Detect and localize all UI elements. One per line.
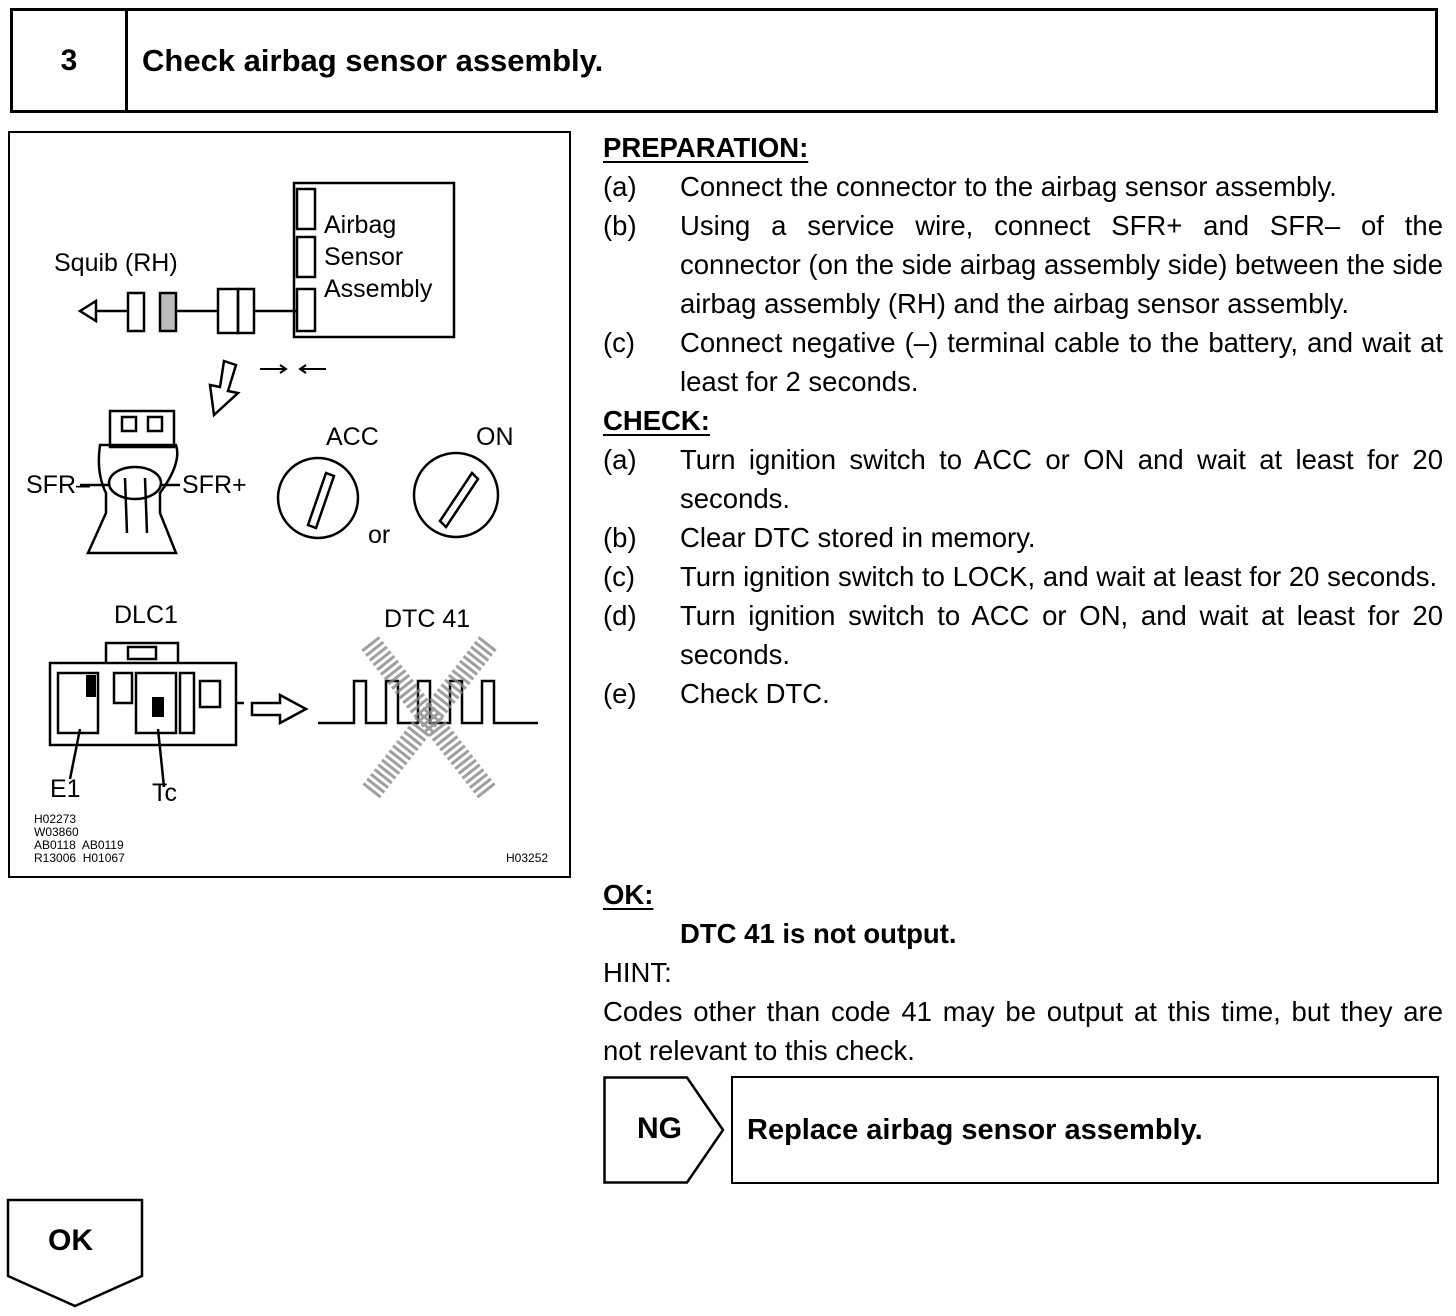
hint-text: Codes other than code 41 may be output a… bbox=[603, 996, 1443, 1066]
ng-action: Replace airbag sensor assembly. bbox=[731, 1076, 1439, 1184]
on-label: ON bbox=[476, 423, 514, 451]
check-item: (c) Turn ignition switch to LOCK, and wa… bbox=[603, 561, 1438, 592]
code-line-3: AB0118 AB0119 bbox=[34, 838, 124, 852]
sfr-plus-label: SFR+ bbox=[182, 471, 247, 499]
figure-drawing: Squib (RH) Airbag Sensor Assembly SFR– S… bbox=[26, 181, 548, 865]
squib-label: Squib (RH) bbox=[54, 249, 178, 277]
sensor-box bbox=[292, 181, 456, 339]
code-line-4: R13006 H01067 bbox=[34, 851, 125, 865]
prep-item: (a) Connect the connector to the airbag … bbox=[603, 171, 1337, 202]
preparation-heading: PREPARATION: bbox=[603, 132, 809, 163]
sensor-label-3: Assembly bbox=[324, 275, 433, 303]
check-item: (d) Turn ignition switch to ACC or ON, a… bbox=[603, 600, 1443, 670]
ng-branch: NG Replace airbag sensor assembly. bbox=[603, 1076, 1439, 1184]
tc-label: Tc bbox=[152, 779, 177, 807]
ng-arrow-icon bbox=[603, 1076, 725, 1184]
sensor-label-2: Sensor bbox=[324, 243, 403, 271]
check-item: (e) Check DTC. bbox=[603, 678, 830, 709]
check-item: (a) Turn ignition switch to ACC or ON an… bbox=[603, 444, 1443, 514]
hint-label: HINT: bbox=[603, 957, 672, 988]
ng-tag: NG bbox=[603, 1076, 727, 1184]
step-number: 3 bbox=[13, 11, 128, 110]
check-item: (b) Clear DTC stored in memory. bbox=[603, 522, 1036, 553]
code-line-2: W03860 bbox=[34, 825, 79, 839]
prep-item: (b) Using a service wire, connect SFR+ a… bbox=[603, 210, 1443, 319]
sensor-label-1: Airbag bbox=[324, 211, 396, 239]
or-label: or bbox=[368, 521, 390, 549]
dtc41-label: DTC 41 bbox=[384, 605, 470, 633]
procedure-text: PREPARATION: (a) Connect the connector t… bbox=[603, 128, 1443, 713]
e1-label: E1 bbox=[50, 775, 81, 803]
ok-tag: OK bbox=[6, 1198, 146, 1310]
step-title: Check airbag sensor assembly. bbox=[142, 42, 604, 78]
prep-item: (c) Connect negative (–) terminal cable … bbox=[603, 327, 1443, 397]
ok-result: DTC 41 is not output. bbox=[680, 918, 957, 949]
figure-code: H03252 bbox=[506, 851, 548, 865]
sfr-minus-label: SFR– bbox=[26, 471, 90, 499]
ok-heading: OK: bbox=[603, 879, 654, 910]
step-header: 3 Check airbag sensor assembly. bbox=[10, 8, 1438, 113]
acc-label: ACC bbox=[326, 423, 379, 451]
dlc1-label: DLC1 bbox=[114, 601, 178, 629]
wiring-figure: Squib (RH) Airbag Sensor Assembly SFR– S… bbox=[8, 131, 571, 878]
ok-arrow-icon bbox=[6, 1198, 144, 1308]
ok-criteria: OK: DTC 41 is not output. HINT: Codes ot… bbox=[603, 875, 1443, 1070]
check-heading: CHECK: bbox=[603, 405, 710, 436]
ok-tag-label: OK bbox=[48, 1224, 93, 1257]
code-line-1: H02273 bbox=[34, 812, 76, 826]
ng-label: NG bbox=[637, 1112, 682, 1145]
